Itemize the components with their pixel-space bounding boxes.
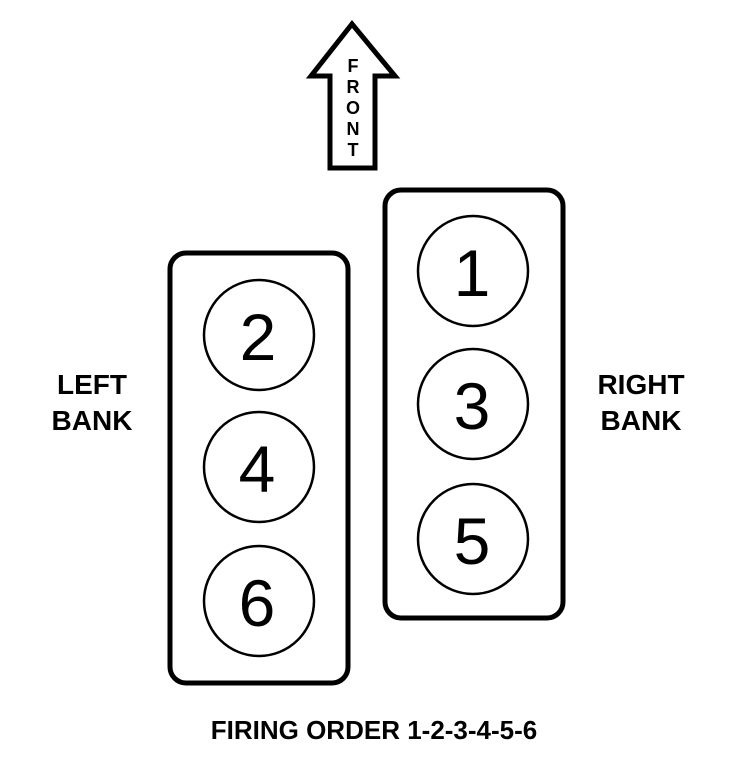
cylinder-5: 5 — [416, 482, 530, 596]
front-letter-n: N — [347, 119, 360, 139]
cylinder-1-number: 1 — [454, 236, 491, 310]
front-letter-f: F — [348, 56, 359, 76]
cylinder-1: 1 — [416, 214, 530, 328]
cylinder-3: 3 — [416, 347, 530, 461]
cylinder-4-number: 4 — [239, 432, 276, 506]
firing-order-caption: FIRING ORDER 1-2-3-4-5-6 — [211, 715, 538, 745]
cylinder-4-bore — [202, 410, 316, 524]
cylinder-4: 4 — [202, 410, 316, 524]
cylinder-6-number: 6 — [239, 566, 276, 640]
left-bank-label-line2: BANK — [52, 405, 133, 436]
front-letter-r: R — [347, 77, 360, 97]
front-letter-t: T — [348, 140, 359, 160]
cylinder-6: 6 — [202, 544, 316, 658]
cylinder-6-bore — [202, 544, 316, 658]
cylinder-3-number: 3 — [454, 369, 491, 443]
cylinder-5-bore — [416, 482, 530, 596]
left-bank: 2 4 6 — [167, 250, 351, 686]
front-arrow-icon — [305, 20, 401, 171]
front-arrow: F R O N T — [305, 20, 401, 171]
cylinder-1-bore — [416, 214, 530, 328]
left-bank-label-line1: LEFT — [57, 369, 127, 400]
right-bank-label-line1: RIGHT — [597, 369, 684, 400]
right-bank: 1 3 5 — [382, 187, 566, 621]
cylinder-3-bore — [416, 347, 530, 461]
right-bank-label-line2: BANK — [601, 405, 682, 436]
cylinder-2: 2 — [202, 278, 316, 392]
cylinder-2-bore — [202, 278, 316, 392]
cylinder-5-number: 5 — [454, 504, 491, 578]
front-letter-o: O — [346, 98, 360, 118]
cylinder-2-number: 2 — [240, 300, 277, 374]
